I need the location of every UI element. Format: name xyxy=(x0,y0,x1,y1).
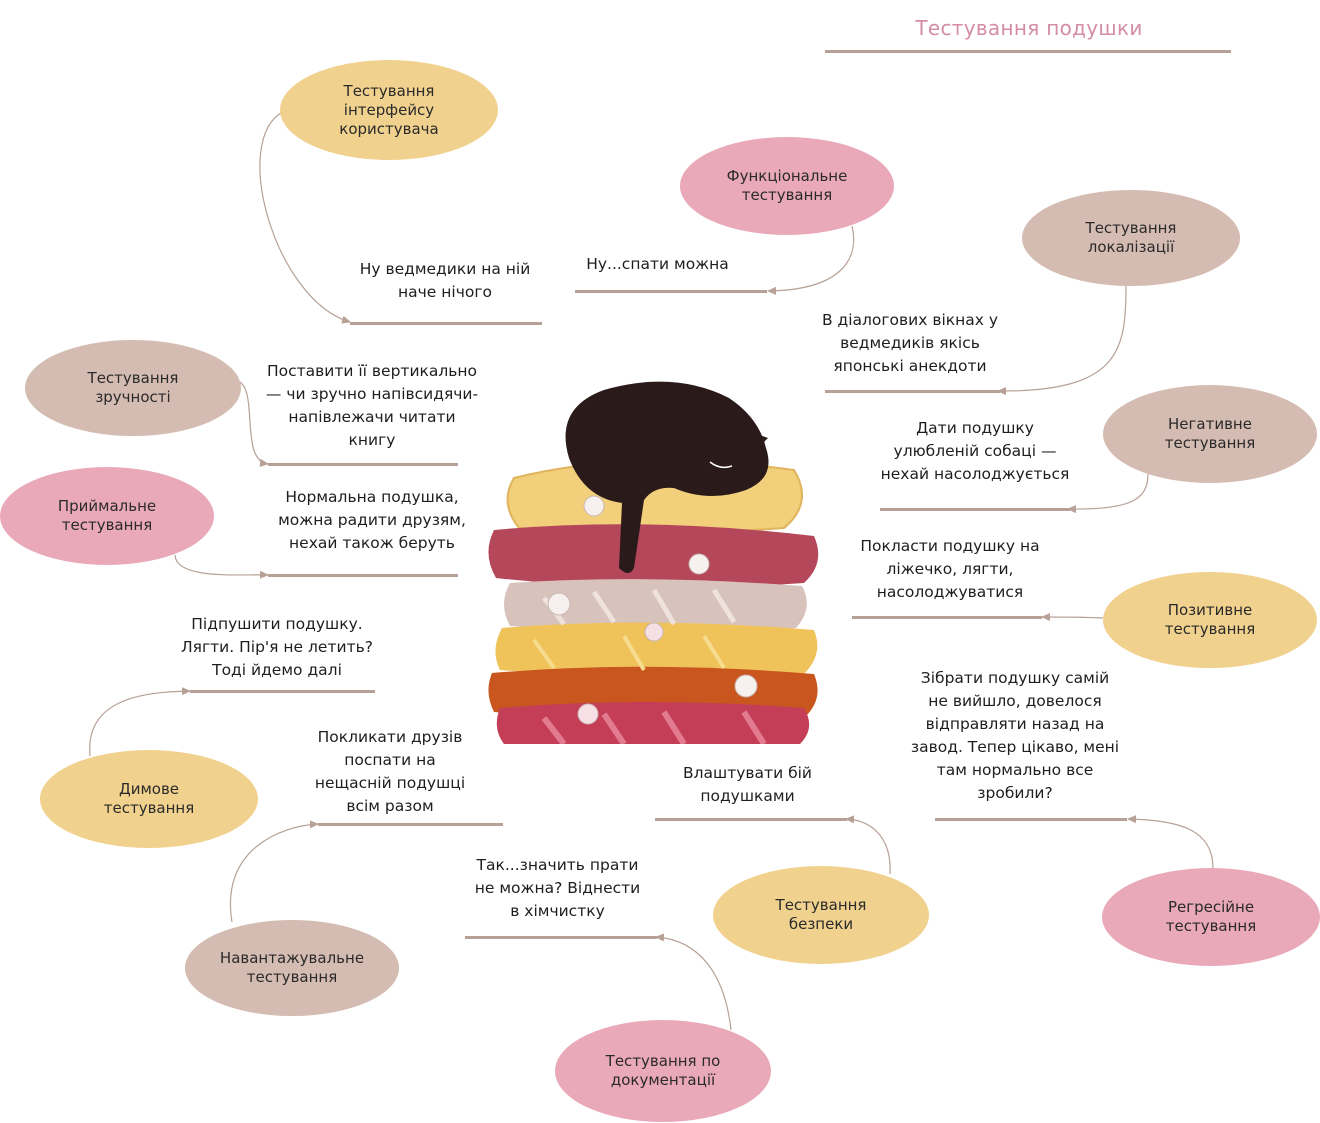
note-regress: Зібрати подушку самій не вийшло, довелос… xyxy=(910,669,1120,802)
note-accept: Нормальна подушка, можна радити друзям, … xyxy=(278,488,466,552)
note-underline-func xyxy=(575,290,767,293)
node-load: Навантажувальне тестування xyxy=(185,920,399,1016)
node-label: Позитивне тестування xyxy=(1164,601,1256,638)
connector-load xyxy=(229,820,319,923)
note-underline-accept xyxy=(268,574,458,577)
node-label: Тестування по документації xyxy=(605,1052,721,1089)
connector-ui xyxy=(259,111,351,324)
connector-security xyxy=(845,815,891,875)
node-positive: Позитивне тестування xyxy=(1103,572,1317,668)
node-label: Тестування зручності xyxy=(87,369,179,406)
note-underline-usability xyxy=(268,463,458,466)
diagram-title: Тестування подушки xyxy=(915,16,1143,40)
title-underline xyxy=(825,50,1231,53)
node-label: Тестування інтерфейсу користувача xyxy=(339,81,439,138)
node-accept: Приймальне тестування xyxy=(0,467,214,565)
note-underline-docs xyxy=(465,936,657,939)
node-func: Функціональне тестування xyxy=(680,137,894,235)
node-docs: Тестування по документації xyxy=(555,1020,771,1122)
note-underline-positive xyxy=(852,616,1042,619)
connector-docs xyxy=(655,933,732,1031)
note-security: Влаштувати бій подушками xyxy=(682,764,813,805)
node-loc: Тестування локалізації xyxy=(1022,190,1240,286)
note-docs: Так...значить прати не можна? Віднести в… xyxy=(474,856,641,920)
node-label: Димове тестування xyxy=(103,780,195,817)
node-label: Регресійне тестування xyxy=(1165,898,1257,935)
node-label: Функціональне тестування xyxy=(726,167,848,204)
note-usability: Поставити її вертикально — чи зручно нап… xyxy=(265,362,479,449)
note-load: Покликати друзів поспати на нещасній под… xyxy=(314,728,466,815)
note-underline-negative xyxy=(880,508,1070,511)
connector-smoke xyxy=(89,687,191,757)
connector-accept xyxy=(174,554,269,579)
node-label: Приймальне тестування xyxy=(57,497,157,534)
connector-func xyxy=(767,225,855,295)
note-underline-load xyxy=(318,823,503,826)
connector-usability xyxy=(239,381,269,467)
note-positive: Покласти подушку на ліжечко, лягти, насо… xyxy=(860,537,1040,601)
node-regress: Регресійне тестування xyxy=(1102,868,1320,966)
node-label: Тестування безпеки xyxy=(775,896,867,933)
connector-regress xyxy=(1127,815,1214,869)
note-underline-regress xyxy=(935,818,1127,821)
node-label: Негативне тестування xyxy=(1164,415,1256,452)
node-ui: Тестування інтерфейсу користувача xyxy=(280,60,498,160)
note-func: Ну...спати можна xyxy=(586,255,729,273)
node-negative: Негативне тестування xyxy=(1103,385,1317,483)
note-negative: Дати подушку улюбленій собаці — нехай на… xyxy=(880,419,1070,483)
cat-on-pillows-illustration xyxy=(484,378,824,744)
note-ui: Ну ведмедики на ній наче нічого xyxy=(359,260,531,301)
node-label: Тестування локалізації xyxy=(1085,219,1177,256)
note-smoke: Підпушити подушку. Лягти. Пір'я не летит… xyxy=(181,615,373,679)
note-underline-ui xyxy=(350,322,542,325)
node-smoke: Димове тестування xyxy=(40,750,258,848)
connector-loc xyxy=(997,285,1127,396)
note-underline-smoke xyxy=(190,690,375,693)
node-label: Навантажувальне тестування xyxy=(219,949,365,986)
connector-negative xyxy=(1067,473,1149,514)
note-loc: В діалогових вікнах у ведмедиків якісь я… xyxy=(821,311,999,375)
connector-positive xyxy=(1041,613,1104,622)
note-underline-security xyxy=(655,818,847,821)
node-security: Тестування безпеки xyxy=(713,866,929,964)
node-usability: Тестування зручності xyxy=(25,340,241,436)
note-underline-loc xyxy=(825,390,1000,393)
